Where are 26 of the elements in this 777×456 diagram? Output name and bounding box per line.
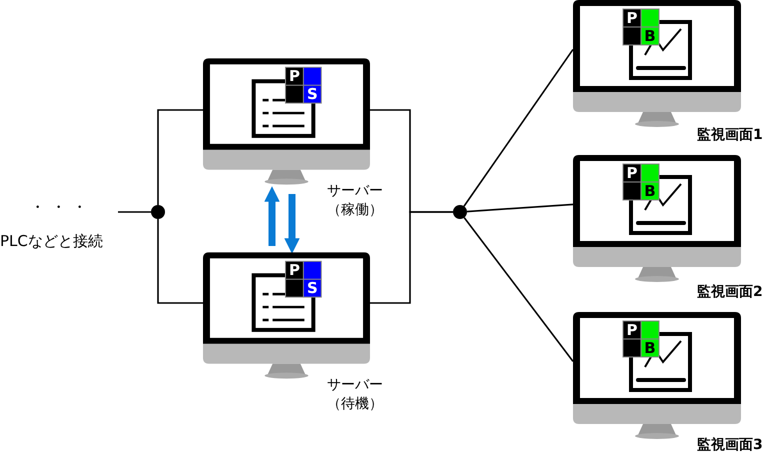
monitor-caption: 監視画面2 [697, 283, 764, 302]
connector-line [157, 219, 203, 304]
connector-line [118, 211, 151, 213]
monitor-caption: 監視画面1 [697, 126, 764, 145]
cell-letter: P [626, 164, 638, 182]
cell-letter: P [626, 9, 638, 27]
ellipsis-text: ・・・ [30, 198, 93, 217]
cell-letter: S [306, 278, 319, 297]
monitor-caption: サーバー（待機） [327, 376, 384, 414]
connection-label: PLCなどと接続 [0, 232, 103, 251]
connector-line [370, 211, 453, 304]
cell-letter: P [288, 66, 301, 85]
cell-letter: S [306, 84, 319, 103]
connector-line [157, 109, 203, 205]
monitor-caption: 監視画面3 [697, 436, 764, 455]
cell-letter: P [626, 321, 638, 339]
connector-line [466, 204, 574, 212]
cell-letter: B [643, 339, 657, 357]
cell-letter: B [643, 27, 657, 45]
arrow [264, 186, 280, 246]
cell-letter: B [643, 182, 657, 200]
arrow [284, 194, 300, 254]
connector-line [463, 48, 574, 207]
monitor-caption: サーバー（稼働） [327, 182, 384, 220]
connector-line [464, 217, 574, 362]
cell-letter: P [288, 260, 301, 279]
